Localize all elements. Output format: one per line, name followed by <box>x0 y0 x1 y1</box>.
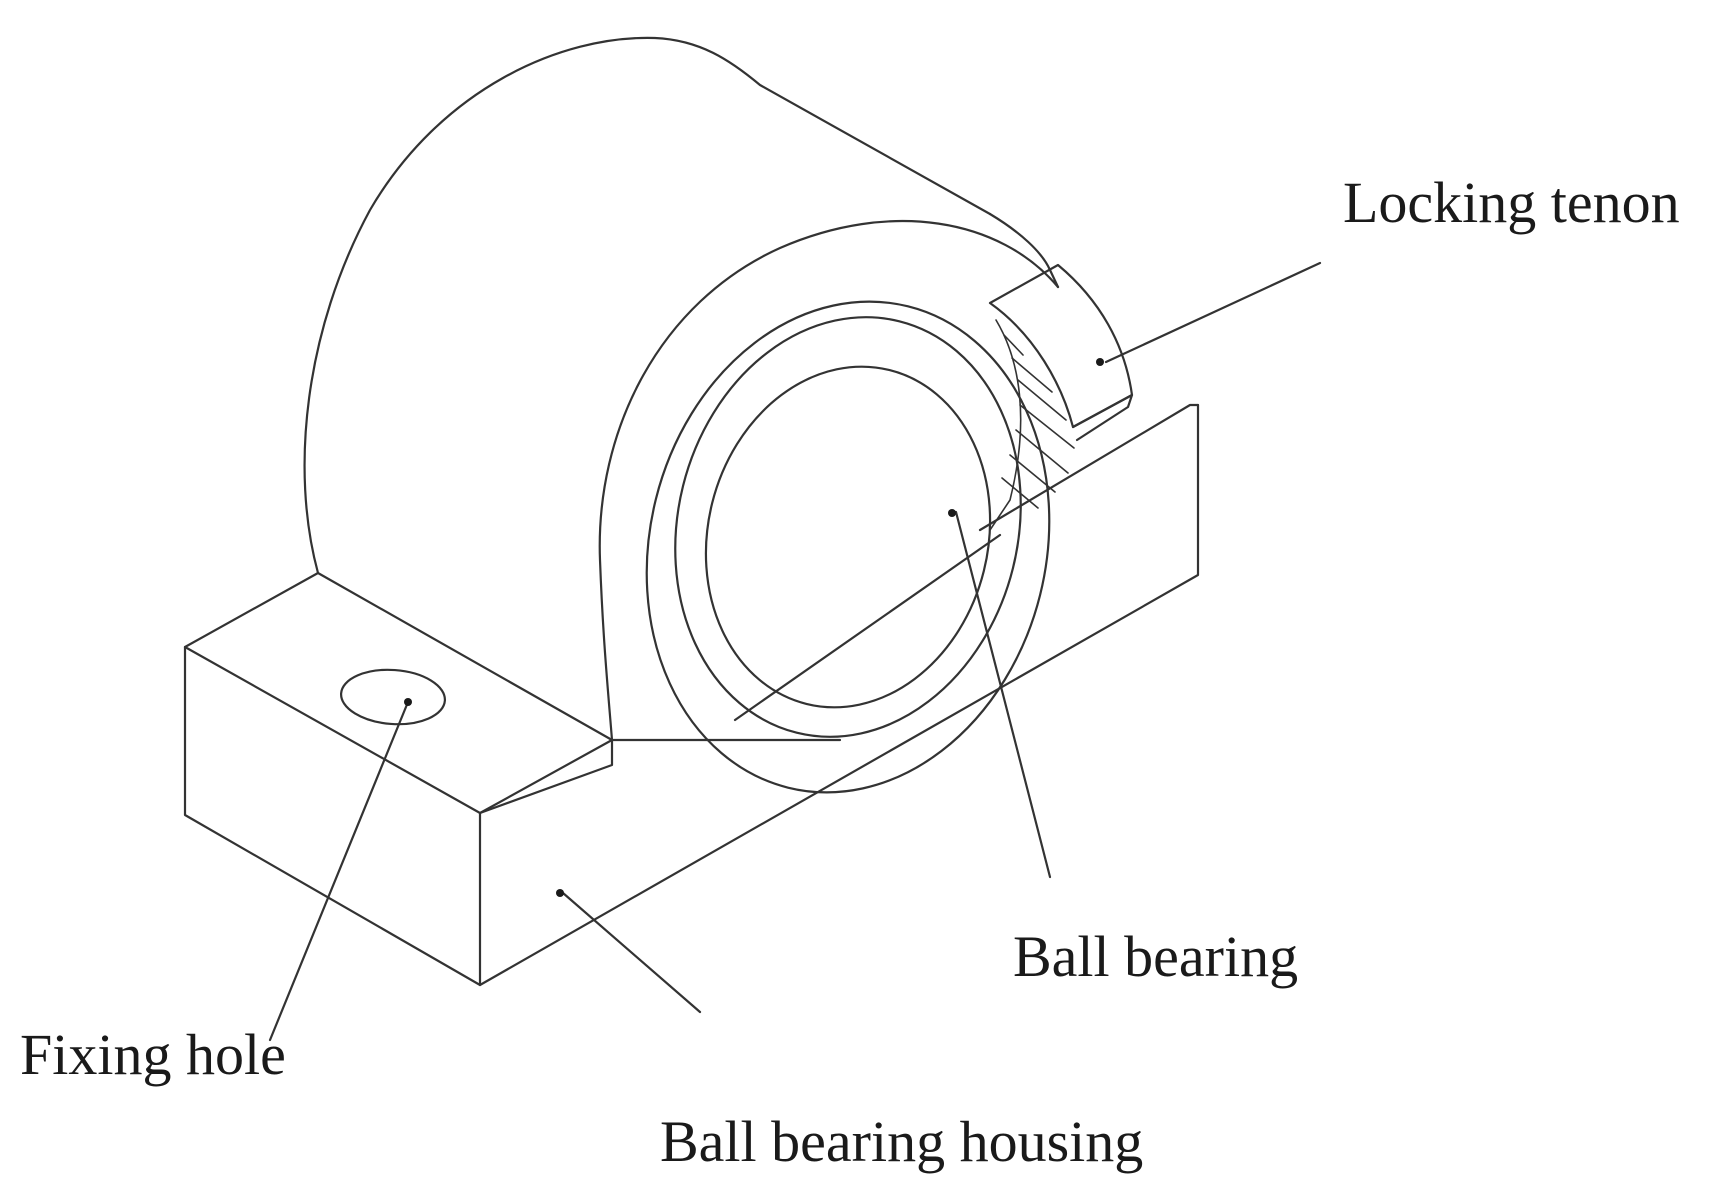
anchor-dot-ball-bearing <box>948 509 956 517</box>
bearing-inner-ring <box>674 316 1022 738</box>
base-top-face <box>183 571 614 815</box>
anchor-dot-housing <box>556 889 564 897</box>
anchor-dot-fixing-hole <box>404 698 412 706</box>
bearing-hatching <box>989 319 1075 531</box>
base-top-right <box>978 403 1200 532</box>
locking-tenon-slot <box>1071 393 1134 442</box>
leader-ball-bearing <box>954 510 1052 879</box>
bearing-outer-ring <box>645 300 1051 794</box>
leader-fixing-hole <box>268 700 410 1042</box>
locking-tenon-block <box>988 263 1134 429</box>
label-fixing-hole: Fixing hole <box>20 1022 286 1087</box>
base-front-top-edge <box>478 738 614 815</box>
leader-locking-tenon <box>1104 261 1322 364</box>
bearing-bore <box>704 365 992 709</box>
base-upper-edge <box>610 533 1002 742</box>
base-left-face <box>183 645 482 987</box>
housing-back-outline <box>303 36 992 575</box>
label-ball-bearing: Ball bearing <box>1013 924 1299 989</box>
anchor-dot-locking-tenon <box>1096 358 1104 366</box>
leader-housing <box>561 891 702 1014</box>
base-front-face <box>478 403 1200 987</box>
label-ball-bearing-housing: Ball bearing housing <box>660 1109 1144 1174</box>
housing-front-face <box>598 219 1060 742</box>
label-locking-tenon: Locking tenon <box>1343 170 1680 235</box>
fixing-hole <box>339 668 447 726</box>
